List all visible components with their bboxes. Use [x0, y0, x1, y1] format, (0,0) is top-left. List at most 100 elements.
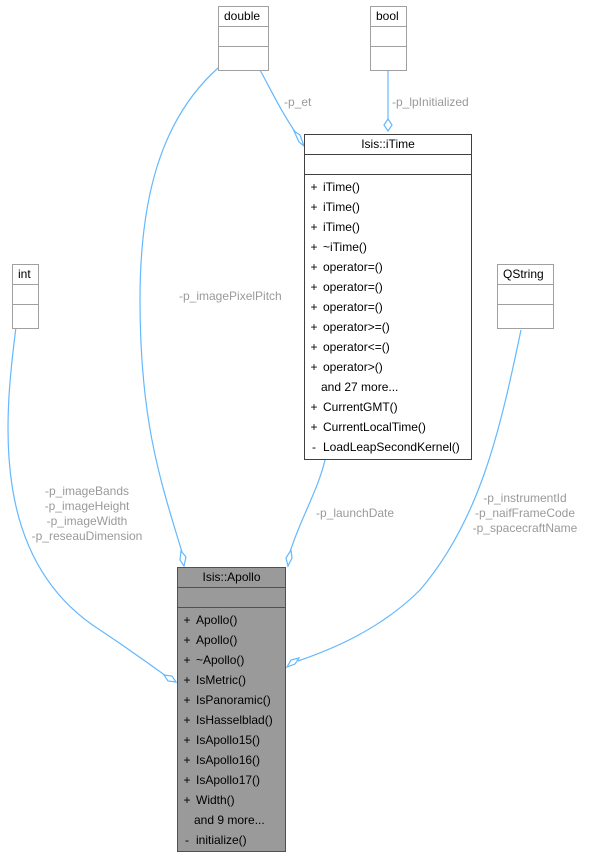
visibility-marker: +: [183, 633, 191, 647]
class-name: double: [224, 9, 261, 23]
more-methods-link[interactable]: and 9 more...: [178, 810, 285, 830]
edge-label-p-launchdate: -p_launchDate: [316, 506, 395, 520]
visibility-marker: +: [310, 300, 318, 314]
method-name: ~Apollo(): [196, 653, 245, 667]
method-row[interactable]: + CurrentLocalTime(): [305, 417, 471, 437]
edge-label-p-naifframecode: -p_naifFrameCode: [474, 506, 576, 520]
method-name: operator>=(): [323, 320, 390, 334]
methods-section: +iTime() +iTime() +iTime() +~iTime() +op…: [305, 174, 471, 459]
method-row[interactable]: + IsHasselblad(): [178, 710, 285, 730]
class-name: int: [18, 267, 31, 281]
method-row[interactable]: + iTime(): [305, 217, 471, 237]
edge-label-p-spacecraftname: -p_spacecraftName: [472, 521, 578, 535]
method-name: IsPanoramic(): [196, 693, 271, 707]
class-double[interactable]: double: [218, 6, 269, 71]
class-name: Isis::iTime: [361, 137, 415, 151]
method-row[interactable]: + CurrentGMT(): [305, 397, 471, 417]
method-row[interactable]: +Width(): [178, 790, 285, 810]
diamond-itime-p-et: [292, 129, 306, 148]
diamond-apollo-int: [162, 674, 178, 683]
method-row[interactable]: +iTime(): [305, 197, 471, 217]
diamond-apollo-launch: [285, 548, 293, 568]
method-row[interactable]: +operator=(): [305, 277, 471, 297]
visibility-marker: -: [312, 440, 316, 454]
method-name: LoadLeapSecondKernel(): [323, 440, 460, 454]
class-name: Isis::Apollo: [202, 570, 261, 584]
visibility-marker: +: [310, 180, 318, 194]
edge-itime-apollo: [289, 459, 326, 553]
method-row[interactable]: +~iTime(): [305, 237, 471, 257]
diamond-itime-lp: [383, 117, 393, 133]
visibility-marker: +: [310, 360, 318, 374]
more-methods-text: and 27 more...: [321, 380, 399, 394]
visibility-marker: -: [185, 833, 189, 847]
visibility-marker: +: [310, 420, 318, 434]
method-name: IsApollo16(): [196, 753, 261, 767]
visibility-marker: +: [183, 733, 191, 747]
class-int[interactable]: int: [12, 264, 39, 329]
edge-label-p-imageheight: -p_imageHeight: [44, 499, 130, 513]
edge-double-itime: [259, 69, 299, 137]
visibility-marker: +: [183, 613, 191, 627]
visibility-marker: +: [310, 320, 318, 334]
method-name: ~iTime(): [323, 240, 367, 254]
method-row[interactable]: + iTime(): [305, 177, 471, 197]
edge-label-int-fields: -p_imageBands -p_imageHeight -p_imageWid…: [22, 484, 152, 544]
method-name: operator<=(): [323, 340, 390, 354]
methods-section: [13, 304, 38, 324]
method-row[interactable]: +operator<=(): [305, 337, 471, 357]
diamond-apollo-pitch: [179, 549, 187, 568]
edge-label-p-imagewidth: -p_imageWidth: [46, 514, 128, 528]
method-name: CurrentLocalTime(): [323, 420, 426, 434]
method-row[interactable]: + IsMetric(): [178, 670, 285, 690]
class-bool[interactable]: bool: [370, 6, 407, 71]
edge-label-p-et: -p_et: [284, 95, 312, 109]
class-name: QString: [503, 267, 544, 281]
method-name: IsHasselblad(): [196, 713, 273, 727]
methods-section: [498, 304, 553, 324]
visibility-marker: +: [310, 280, 318, 294]
method-row[interactable]: + operator>=(): [305, 317, 471, 337]
methods-section: [219, 46, 268, 66]
method-name: iTime(): [323, 200, 360, 214]
method-row[interactable]: +operator>(): [305, 357, 471, 377]
method-name: operator=(): [323, 300, 383, 314]
methods-section: +Apollo() +Apollo() +~Apollo() +IsMetric…: [178, 607, 285, 852]
class-name: bool: [376, 9, 399, 23]
edge-label-p-reseaudimension: -p_reseauDimension: [31, 529, 143, 543]
method-name: Width(): [196, 793, 235, 807]
class-qstring[interactable]: QString: [497, 264, 554, 329]
class-apollo[interactable]: Isis::Apollo +Apollo() +Apollo() +~Apoll…: [177, 567, 286, 852]
edge-label-p-lpinitialized: -p_lpInitialized: [392, 95, 469, 109]
edge-label-p-instrumentid: -p_instrumentId: [483, 491, 567, 505]
method-row[interactable]: +IsApollo17(): [178, 770, 285, 790]
method-name: CurrentGMT(): [323, 400, 398, 414]
method-row[interactable]: +Apollo(): [178, 630, 285, 650]
methods-section: [371, 46, 406, 66]
method-row[interactable]: -LoadLeapSecondKernel(): [305, 437, 471, 457]
edge-label-p-imagebands: -p_imageBands: [44, 484, 130, 498]
more-methods-link[interactable]: and 27 more...: [305, 377, 471, 397]
visibility-marker: +: [310, 400, 318, 414]
edge-double-apollo: [139, 67, 219, 553]
method-name: iTime(): [323, 220, 360, 234]
method-row[interactable]: +IsApollo15(): [178, 730, 285, 750]
class-itime[interactable]: Isis::iTime +iTime() +iTime() +iTime() +…: [304, 134, 472, 460]
method-name: IsMetric(): [196, 673, 246, 687]
visibility-marker: +: [183, 673, 191, 687]
method-row[interactable]: + operator=(): [305, 297, 471, 317]
visibility-marker: +: [183, 713, 191, 727]
method-name: iTime(): [323, 180, 360, 194]
method-row[interactable]: +Apollo(): [178, 610, 285, 630]
method-row[interactable]: +IsPanoramic(): [178, 690, 285, 710]
method-name: IsApollo17(): [196, 773, 261, 787]
visibility-marker: +: [310, 220, 318, 234]
method-row[interactable]: +IsApollo16(): [178, 750, 285, 770]
edge-label-qstring-fields: -p_instrumentId -p_naifFrameCode -p_spac…: [463, 491, 587, 536]
visibility-marker: +: [310, 260, 318, 274]
method-row[interactable]: +operator=(): [305, 257, 471, 277]
attributes-section: [371, 26, 406, 46]
method-row[interactable]: -initialize(): [178, 830, 285, 850]
method-row[interactable]: +~Apollo(): [178, 650, 285, 670]
